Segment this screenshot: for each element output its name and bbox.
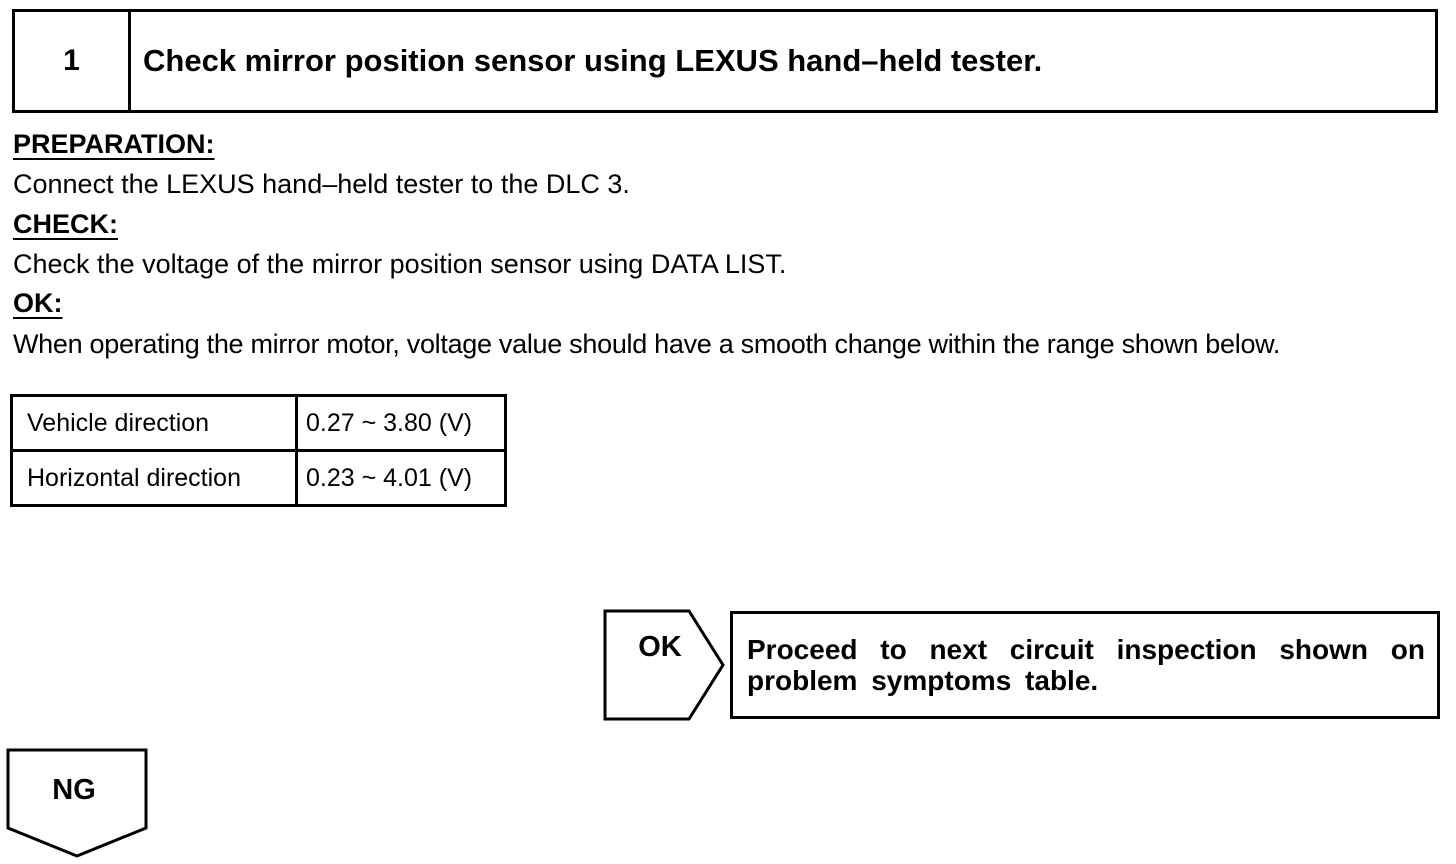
table-row: Vehicle direction 0.27 ~ 3.80 (V) (10, 394, 507, 452)
voltage-range: 0.23 ~ 4.01 (V) (295, 449, 507, 507)
direction-label: Vehicle direction (10, 394, 298, 452)
ng-label: NG (52, 774, 96, 806)
ok-arrow-icon (603, 609, 725, 721)
ok-result-box: Proceed to next circuit inspection shown… (730, 611, 1440, 719)
voltage-range: 0.27 ~ 3.80 (V) (295, 394, 507, 452)
check-heading: CHECK: (13, 209, 118, 239)
step-title: Check mirror position sensor using LEXUS… (143, 43, 1043, 78)
preparation-text: Connect the LEXUS hand–held tester to th… (13, 169, 630, 199)
ng-arrow-icon (6, 748, 148, 858)
table-row: Horizontal direction 0.23 ~ 4.01 (V) (10, 449, 507, 507)
ok-criteria-heading: OK: (13, 288, 63, 318)
step-number: 1 (15, 12, 131, 110)
check-text: Check the voltage of the mirror position… (13, 249, 787, 279)
voltage-spec-table: Vehicle direction 0.27 ~ 3.80 (V) Horizo… (10, 394, 507, 507)
ok-label: OK (638, 631, 682, 663)
direction-label: Horizontal direction (10, 449, 298, 507)
step-header: 1 Check mirror position sensor using LEX… (12, 9, 1438, 113)
preparation-heading: PREPARATION: (13, 129, 215, 159)
ok-criteria-text: When operating the mirror motor, voltage… (13, 329, 1281, 359)
